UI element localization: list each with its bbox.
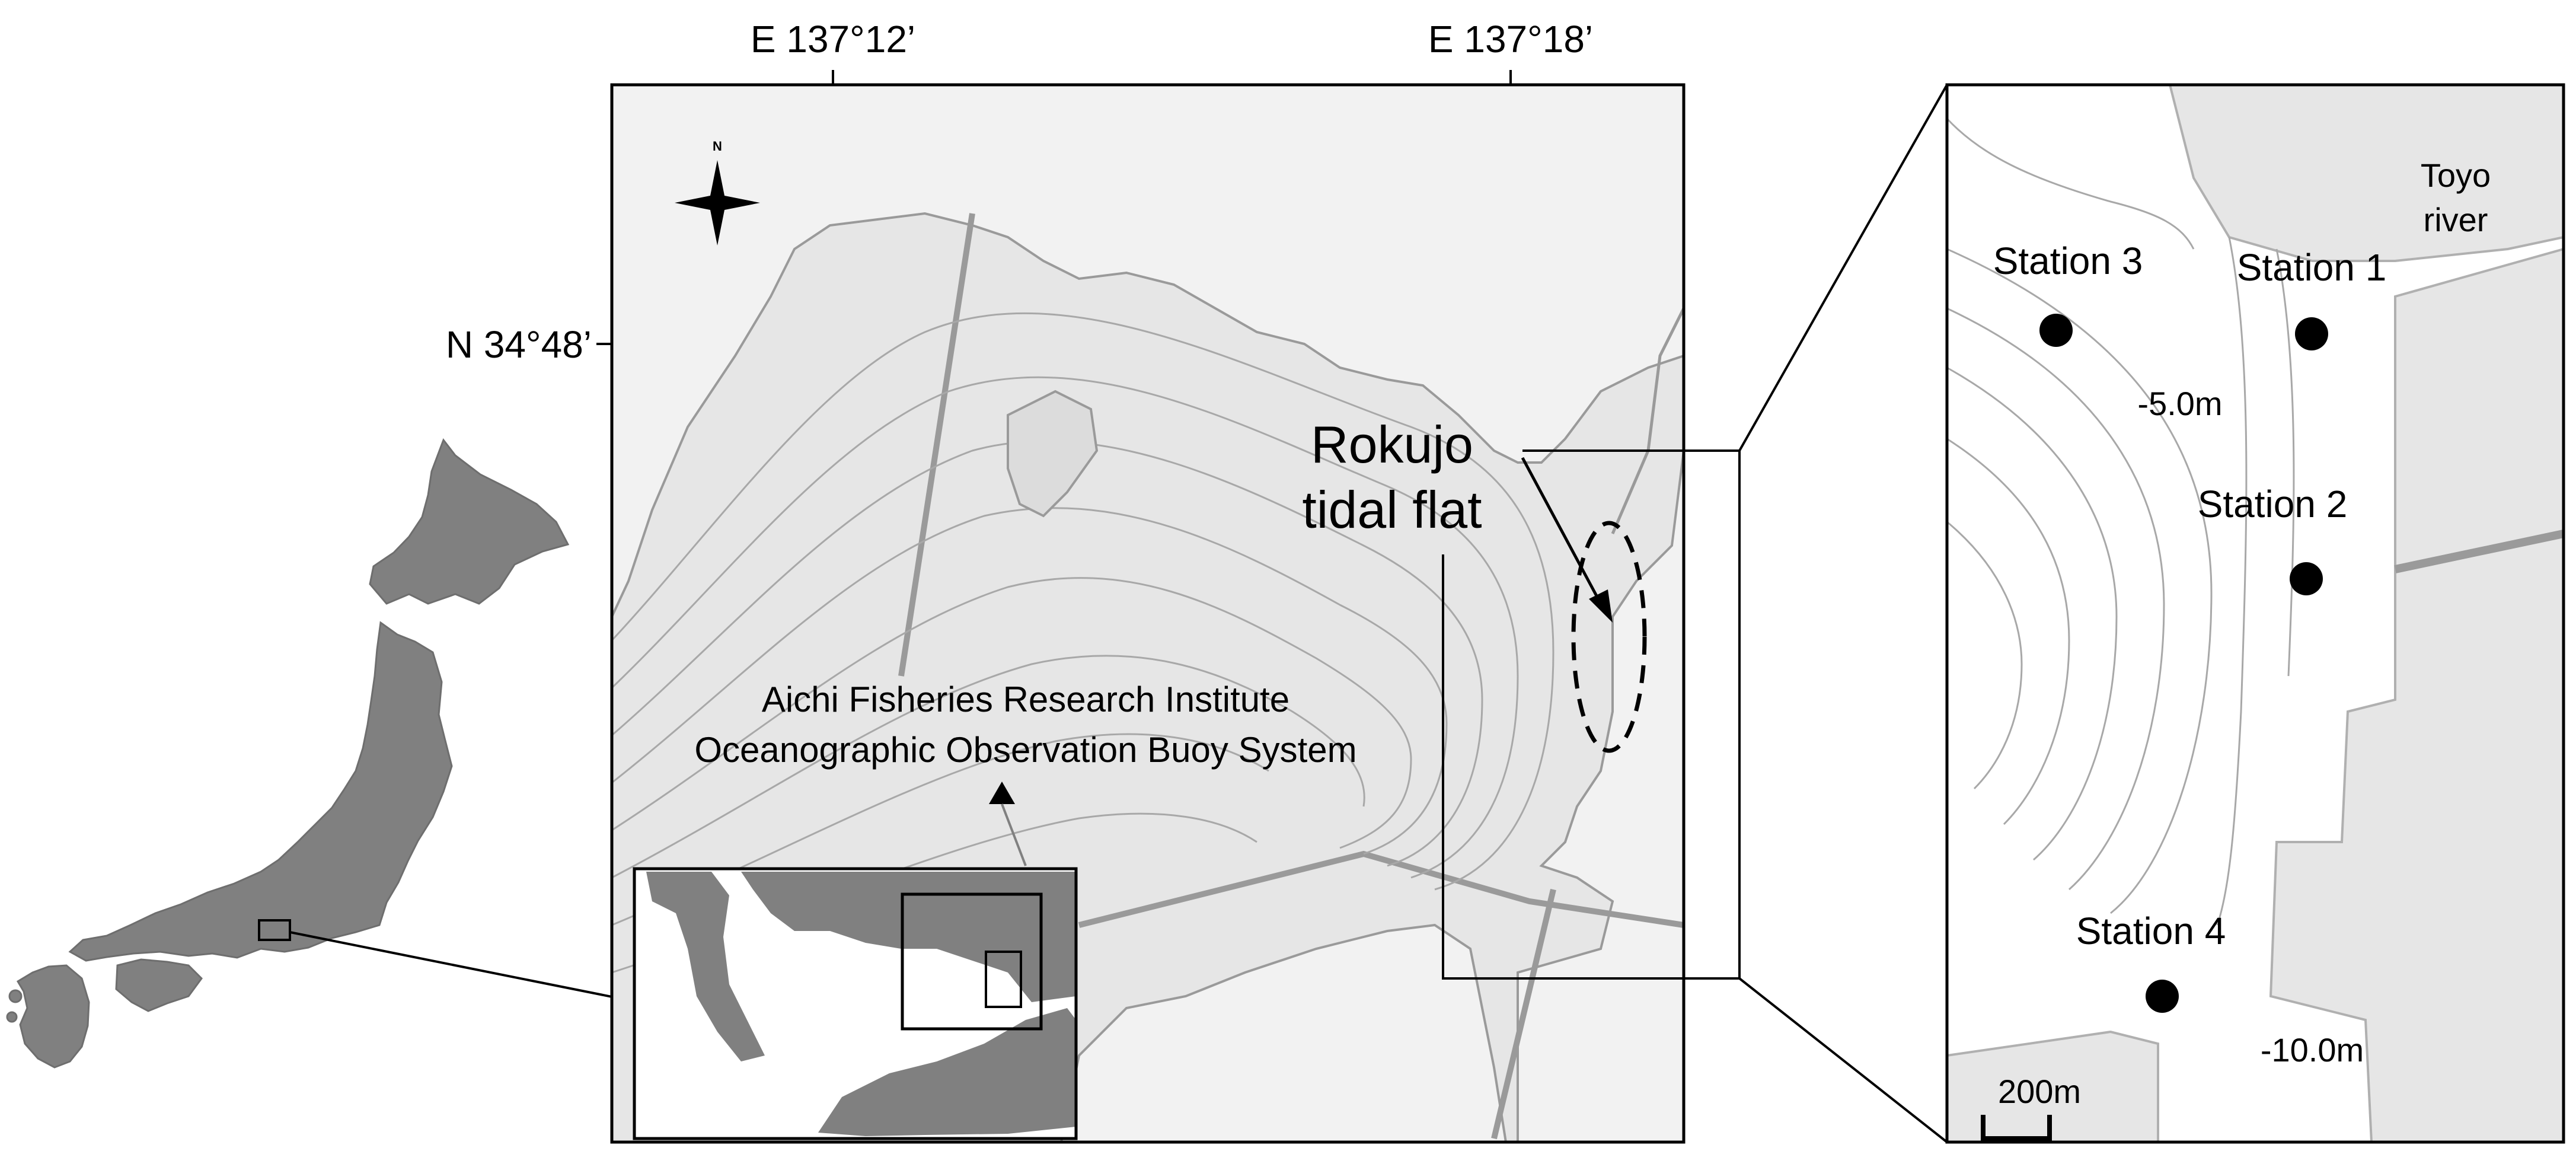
latitude-label-1: N 34°48’: [446, 323, 592, 366]
toyo-river-label-line2: river: [2424, 201, 2488, 238]
hokkaido-island: [369, 438, 570, 605]
locator-box: [258, 919, 291, 941]
contour-line: [611, 733, 1269, 926]
station-3-label: Station 3: [1993, 240, 2143, 282]
scale-bar: [1981, 1115, 2052, 1141]
contour-line: [611, 312, 1554, 891]
inset-map: [633, 867, 1078, 1140]
buoy-leader: [1001, 803, 1027, 866]
shikoku-island: [115, 958, 203, 1012]
contour-line: [611, 440, 1483, 867]
station-2-label: Station 2: [2198, 483, 2348, 525]
tidal-flat-ellipse: [1571, 521, 1647, 753]
breakwater-east: [1491, 888, 1556, 1140]
inset-land: [646, 872, 1076, 1136]
contour-line: [1946, 248, 2213, 914]
buoy-label-line1: Aichi Fisheries Research Institute: [762, 680, 1289, 719]
inset-main-map-box: [901, 892, 1043, 1031]
river-line: [1611, 307, 1686, 534]
station-2-marker: [2290, 562, 2323, 595]
station-3-marker: [2039, 314, 2073, 347]
island: [1007, 390, 1099, 518]
buoy-location-marker: [989, 782, 1015, 804]
kyushu-island: [16, 964, 90, 1069]
eastern-reclaimed-land: [1517, 450, 1685, 1143]
depth-label-5m: -5.0m: [2137, 385, 2222, 422]
inset-peninsula-west: [646, 872, 765, 1061]
rokujo-arrowhead: [1589, 589, 1613, 623]
breakwater-north-south: [898, 213, 975, 677]
southern-land: [1059, 923, 1508, 1143]
buoy-label-line2: Oceanographic Observation Buoy System: [694, 730, 1356, 770]
depth-contours: [611, 312, 1554, 974]
breakwater: [2394, 530, 2565, 573]
northern-land: [611, 84, 1685, 617]
station-map: [1945, 83, 2565, 1144]
contour-line: [611, 376, 1519, 879]
station-1-marker: [2295, 317, 2328, 350]
inset-study-area-box: [985, 951, 1022, 1008]
breakwater-south: [1078, 850, 1684, 928]
contour-line: [611, 577, 1412, 849]
rokujo-arrow: [1521, 457, 1603, 605]
breakwaters: [898, 213, 1684, 1140]
station-4-label: Station 4: [2076, 910, 2226, 952]
longitude-label-1: E 137°12’: [751, 18, 915, 60]
contour-line: [611, 655, 1365, 879]
longitude-label-2: E 137°18’: [1428, 18, 1593, 60]
zoom-leader-top: [1738, 84, 1948, 451]
contour-line: [611, 507, 1448, 855]
station-1-label: Station 1: [2237, 246, 2387, 289]
contour-line: [2216, 237, 2248, 926]
islet: [8, 989, 23, 1003]
rokujo-label-line2: tidal flat: [1302, 480, 1482, 539]
zoom-leader-bottom: [1738, 977, 1948, 1143]
north-arrow-icon: N: [675, 139, 760, 245]
compass-north-letter: N: [713, 139, 722, 154]
station-4-marker: [2146, 980, 2179, 1013]
contour-line: [1946, 438, 2070, 825]
toyo-river-label-line1: Toyo: [2421, 157, 2491, 194]
leader-line-japan-to-inset: [289, 931, 633, 1002]
rokujo-label-line1: Rokujo: [1311, 415, 1473, 474]
station-land-north: [2168, 84, 2565, 262]
islet: [6, 1011, 18, 1023]
station-map-land: [1946, 84, 2565, 1143]
contour-line: [1946, 366, 2118, 861]
contour-line: [1946, 521, 2023, 790]
station-map-frame: [1945, 83, 2565, 1144]
main-map-frame: [610, 83, 1686, 1144]
scale-bar-label: 200m: [1998, 1073, 2081, 1110]
land-areas: [611, 84, 1685, 1143]
depth-label-10m: -10.0m: [2261, 1031, 2364, 1069]
inset-land-north: [741, 872, 1076, 1002]
contour-line: [2275, 248, 2295, 677]
station-depth-contours: [1946, 117, 2295, 926]
inset-frame: [633, 867, 1078, 1140]
honshu-island: [68, 621, 453, 962]
japan-overview-map: [6, 438, 570, 1069]
contour-line: [1946, 117, 2195, 250]
compass-star: [675, 160, 760, 245]
inset-peninsula-south: [818, 1008, 1076, 1136]
contour-line: [1946, 307, 2165, 891]
